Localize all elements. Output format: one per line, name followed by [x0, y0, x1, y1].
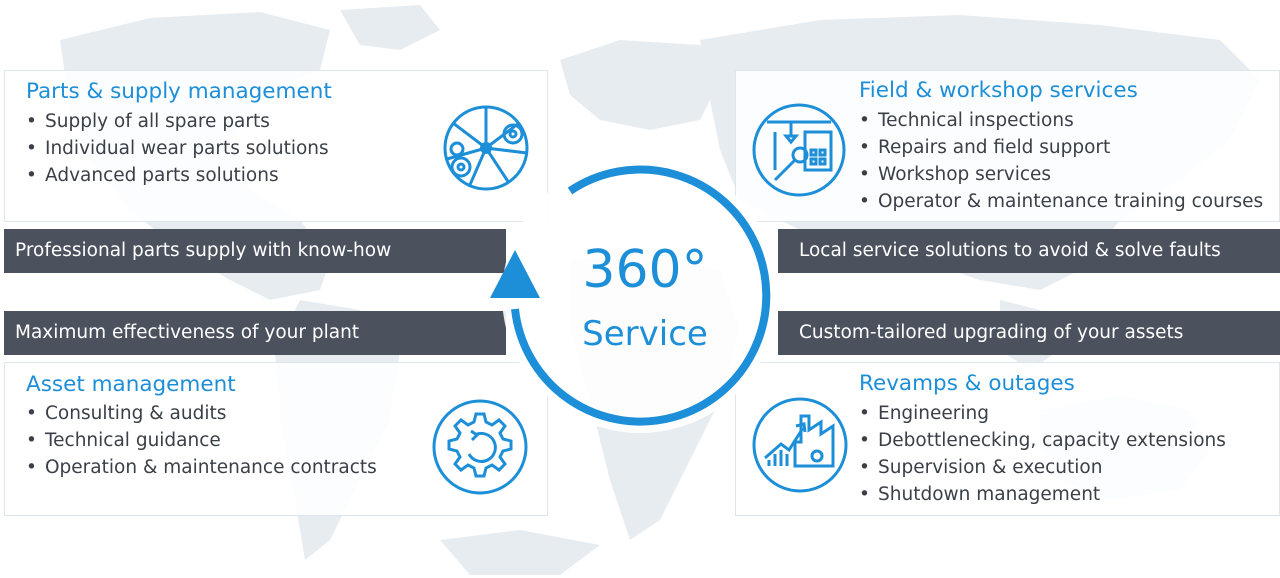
panel-list: Supply of all spare parts Individual wea… [26, 108, 329, 189]
list-item: Consulting & audits [26, 400, 377, 427]
panel-asset-management: Asset management Consulting & audits Tec… [4, 362, 548, 516]
list-item: Technical guidance [26, 427, 377, 454]
workshop-wrench-icon [752, 103, 846, 197]
list-item: Shutdown management [859, 481, 1226, 508]
list-item: Repairs and field support [859, 134, 1263, 161]
list-item: Engineering [859, 400, 1226, 427]
panel-revamps-outages: Revamps & outages Engineering Debottlene… [735, 362, 1280, 516]
parts-wheel-icon [443, 105, 529, 191]
panel-title: Field & workshop services [859, 78, 1138, 103]
gear-cycle-icon [432, 399, 528, 495]
cycle-arc [511, 165, 771, 426]
panel-list: Engineering Debottlenecking, capacity ex… [859, 400, 1226, 508]
list-item: Workshop services [859, 161, 1263, 188]
panel-parts-supply: Parts & supply management Supply of all … [4, 70, 548, 222]
panel-list: Technical inspections Repairs and field … [859, 107, 1263, 215]
center-label: Service [582, 314, 708, 354]
panel-title: Asset management [26, 372, 236, 397]
tagline-bar: Maximum effectiveness of your plant [4, 311, 506, 355]
list-item: Technical inspections [859, 107, 1263, 134]
panel-list: Consulting & audits Technical guidance O… [26, 400, 377, 481]
center-number: 360° [582, 240, 708, 300]
list-item: Supervision & execution [859, 454, 1226, 481]
cycle-arrow-icon [490, 250, 540, 298]
list-item: Individual wear parts solutions [26, 135, 329, 162]
list-item: Operator & maintenance training courses [859, 188, 1263, 215]
panel-field-workshop: Field & workshop services Technical insp… [735, 70, 1280, 222]
list-item: Advanced parts solutions [26, 162, 329, 189]
tagline-bar: Local service solutions to avoid & solve… [778, 229, 1280, 273]
service-cycle-ring [490, 157, 778, 433]
list-item: Supply of all spare parts [26, 108, 329, 135]
panel-title: Parts & supply management [26, 79, 332, 104]
tagline-bar: Professional parts supply with know-how [4, 229, 506, 273]
panel-title: Revamps & outages [859, 371, 1075, 396]
list-item: Operation & maintenance contracts [26, 454, 377, 481]
list-item: Debottlenecking, capacity extensions [859, 427, 1226, 454]
plant-upgrade-icon [752, 397, 848, 493]
tagline-bar: Custom-tailored upgrading of your assets [778, 311, 1280, 355]
